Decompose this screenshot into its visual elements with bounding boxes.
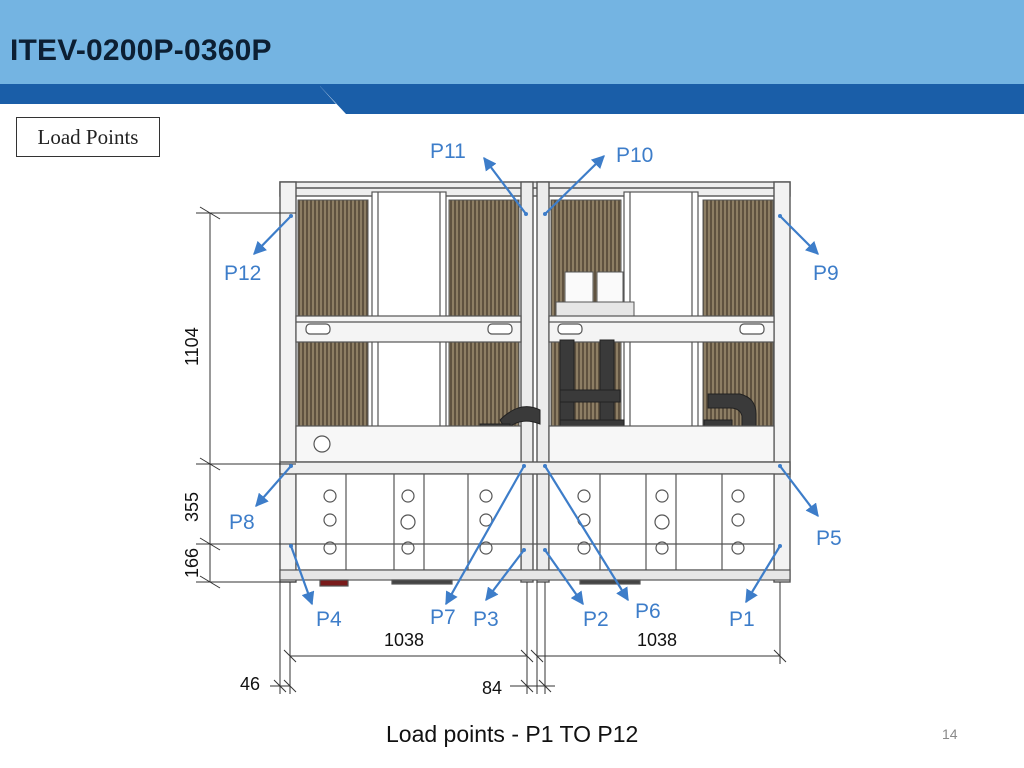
arrow-p1 <box>745 545 781 604</box>
dim-height-middle: 355 <box>182 492 202 522</box>
cross-beams <box>295 315 775 343</box>
label-p11: P11 <box>430 140 466 163</box>
load-points-label: Load Points <box>16 117 160 157</box>
label-p4: P4 <box>316 608 342 631</box>
dim-gap-center: 84 <box>482 678 502 698</box>
lower-tray <box>295 425 775 463</box>
base-cabinets <box>295 473 775 571</box>
header-band <box>0 84 1024 114</box>
page-title: ITEV-0200P-0360P <box>10 34 272 67</box>
load-point-dots <box>289 212 782 552</box>
page-number: 14 <box>942 726 958 742</box>
label-p1: P1 <box>729 608 755 631</box>
dim-width-right: 1038 <box>637 630 677 650</box>
base-rail <box>279 569 791 587</box>
label-p7: P7 <box>430 606 456 629</box>
dim-offset-left: 46 <box>240 674 260 694</box>
arrow-p8 <box>255 465 292 507</box>
dim-width-left: 1038 <box>384 630 424 650</box>
label-p2: P2 <box>583 608 609 631</box>
fan-units <box>555 271 635 317</box>
label-p3: P3 <box>473 608 499 631</box>
arrow-p2 <box>544 549 584 606</box>
arrow-p7 <box>445 465 525 606</box>
arrow-p9 <box>779 215 819 255</box>
arrow-p12 <box>253 215 292 255</box>
arrow-p10 <box>544 155 605 215</box>
diagram-caption: Load points - P1 TO P12 <box>386 721 639 747</box>
label-p10: P10 <box>616 144 653 167</box>
arrow-p11 <box>483 156 527 215</box>
dim-height-lower: 166 <box>182 548 202 578</box>
label-p9: P9 <box>813 262 839 285</box>
label-p12: P12 <box>224 262 261 285</box>
arrow-p5 <box>779 465 819 518</box>
dim-height-upper: 1104 <box>182 327 202 366</box>
mid-rail <box>279 461 791 475</box>
arrow-p3 <box>485 549 525 602</box>
arrow-p6 <box>544 465 629 602</box>
dimension-lines <box>196 206 787 694</box>
load-point-arrows <box>253 155 819 606</box>
label-p8: P8 <box>229 511 255 534</box>
header-bar: ITEV-0200P-0360P <box>0 0 1024 84</box>
label-p6: P6 <box>635 600 661 623</box>
arrow-p4 <box>289 545 315 606</box>
label-p5: P5 <box>816 527 842 550</box>
